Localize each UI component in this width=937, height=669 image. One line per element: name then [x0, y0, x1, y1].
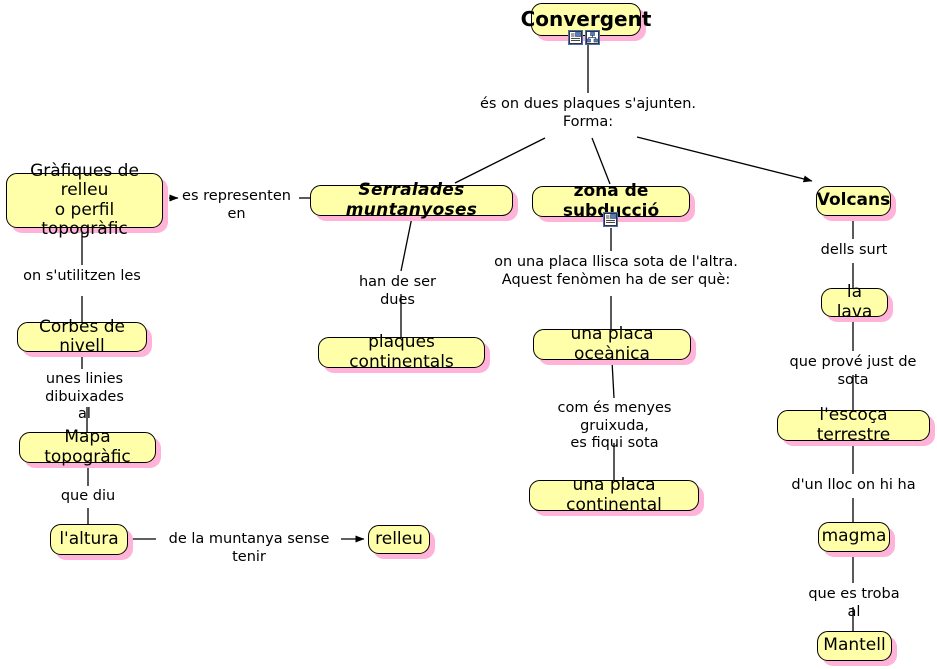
edge-forma-to-serralades [454, 137, 546, 184]
node-grafiques-de-relleu[interactable]: Gràfiques de relleu o perfil topogràfic [6, 162, 163, 238]
node-label: Corbes de nivell [38, 316, 126, 356]
edge-forma-to-volcans [636, 136, 813, 183]
node-magma[interactable]: magma [818, 522, 890, 552]
node-label: l'escoça terrestre [816, 405, 891, 445]
document-icon[interactable] [568, 30, 583, 45]
node-relleu[interactable]: relleu [368, 525, 430, 554]
node-label: l'altura [59, 528, 119, 549]
node-convergent[interactable]: Convergent [521, 3, 651, 36]
link-label-dells-surt: dells surt [820, 242, 888, 258]
document-icon[interactable] [603, 212, 618, 227]
node-label: una placa oceànica [570, 324, 654, 364]
node-una-placa-oceanica[interactable]: una placa oceànica [533, 325, 691, 363]
subduccio-node-icons[interactable] [603, 212, 618, 227]
node-label: Mapa topogràfic [44, 427, 131, 467]
node-label: zona de subducció [562, 181, 660, 221]
node-label: Mantell [823, 635, 886, 656]
edge-oceanica-to-gruixuda [611, 360, 615, 399]
node-la-lava[interactable]: la lava [821, 283, 888, 321]
link-label-on-sutilitzen-les: on s'utilitzen les [23, 268, 141, 284]
edge-forma-to-subduccio [591, 137, 611, 185]
node-label: relleu [375, 528, 423, 549]
link-label-dun-lloc-on-hi-ha: d'un lloc on hi ha [791, 477, 916, 493]
link-label-com-es-menyes-gruixuda: com és menyes gruixuda, es fiqui sota [557, 400, 672, 452]
node-una-placa-continental[interactable]: una placa continental [529, 476, 699, 514]
link-label-han-de-ser-dues: han de ser dues [358, 274, 437, 308]
link-label-de-la-muntanya-sense-tenir: de la muntanya sense tenir [168, 531, 330, 565]
node-escoca-terrestre[interactable]: l'escoça terrestre [777, 406, 930, 444]
node-label: plaques continentals [349, 332, 454, 372]
link-label-que-prove-just-de-sota: que prové just de sota [789, 354, 917, 388]
node-label: Gràfiques de relleu o perfil topogràfic [30, 161, 139, 239]
link-label-forma: és on dues plaques s'ajunten. Forma: [479, 96, 697, 130]
node-label: una placa continental [566, 475, 662, 515]
link-label-es-representen-en: es representen en [182, 188, 291, 222]
link-label-unes-linies-dibuixades: unes linies dibuixades al [45, 371, 124, 423]
node-label: Convergent [520, 7, 652, 32]
node-mapa-topografic[interactable]: Mapa topogràfic [19, 428, 156, 466]
edge-serralades-to-handeser [400, 216, 413, 272]
link-label-on-una-placa-llisca: on una placa llisca sota de l'altra. Aqu… [494, 254, 738, 288]
node-serralades-muntanyoses[interactable]: Serralades muntanyoses [310, 181, 513, 219]
node-label: Volcans [816, 190, 891, 211]
hierarchy-icon[interactable] [585, 30, 600, 45]
node-label: Serralades muntanyoses [345, 180, 478, 220]
node-volcans[interactable]: Volcans [816, 186, 891, 216]
node-plaques-continentals[interactable]: plaques continentals [318, 333, 485, 371]
node-label: magma [821, 526, 887, 547]
link-label-que-es-troba-al: que es troba al [808, 586, 900, 620]
node-mantell[interactable]: Mantell [817, 631, 892, 661]
node-corbes-de-nivell[interactable]: Corbes de nivell [17, 317, 147, 356]
convergent-node-icons[interactable] [568, 30, 600, 45]
node-altura[interactable]: l'altura [50, 524, 128, 555]
link-label-que-diu: que diu [60, 488, 116, 504]
node-label: la lava [836, 282, 873, 322]
